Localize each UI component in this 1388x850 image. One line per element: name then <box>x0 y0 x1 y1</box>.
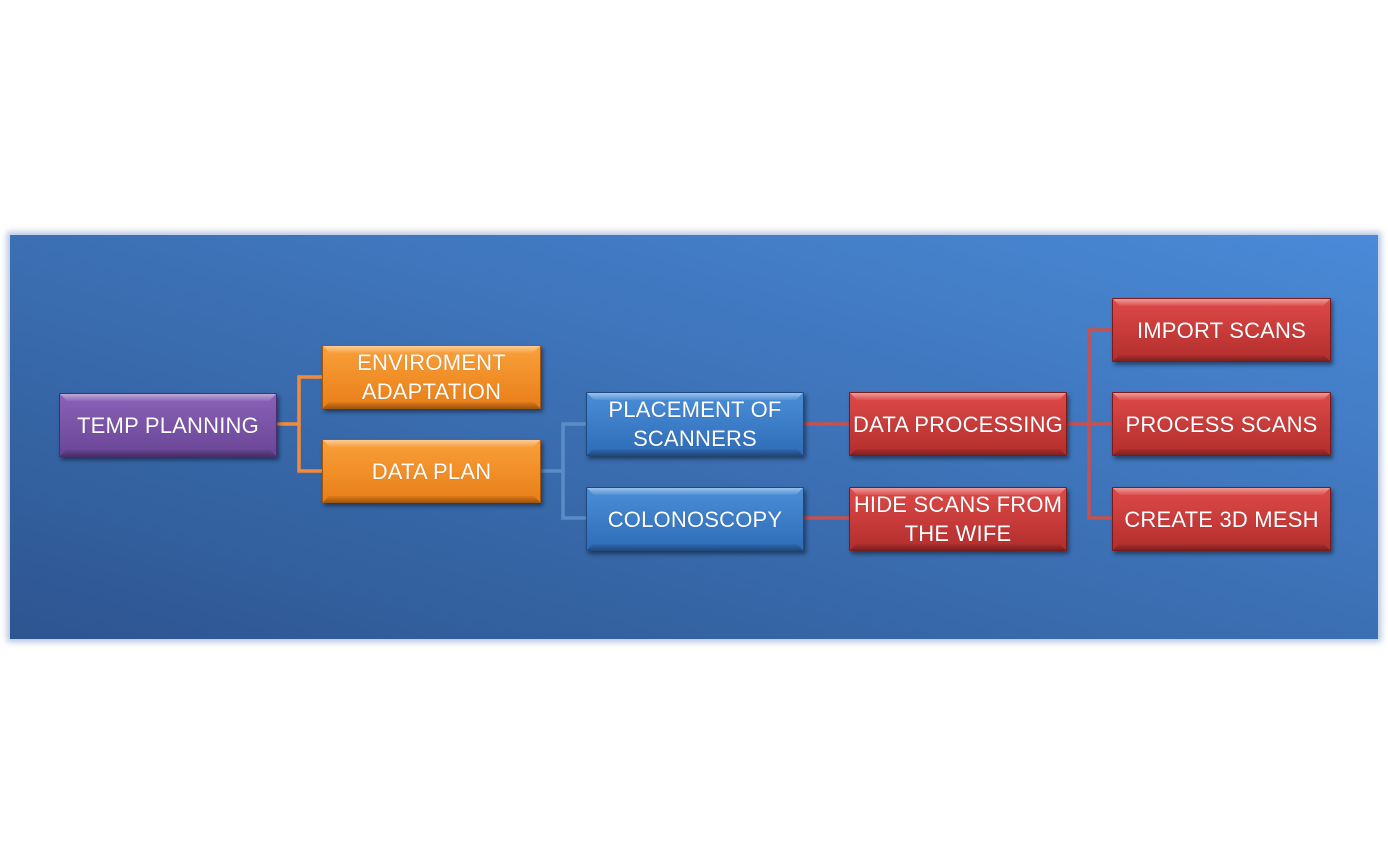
node-import-scans[interactable]: IMPORT SCANS <box>1112 298 1331 362</box>
node-placement-of-scanners[interactable]: PLACEMENT OF SCANNERS <box>586 392 804 456</box>
node-data-processing[interactable]: DATA PROCESSING <box>849 392 1067 456</box>
node-process-scans[interactable]: PROCESS SCANS <box>1112 392 1331 456</box>
node-create-3d-mesh[interactable]: CREATE 3D MESH <box>1112 487 1331 551</box>
node-data-plan[interactable]: DATA PLAN <box>322 439 541 503</box>
node-label: TEMP PLANNING <box>77 412 259 438</box>
node-hide-scans-from-the-wife[interactable]: HIDE SCANS FROM THE WIFE <box>849 487 1067 551</box>
node-label: ENVIROMENT ADAPTATION <box>357 350 506 404</box>
node-label: CREATE 3D MESH <box>1124 506 1319 532</box>
node-label: IMPORT SCANS <box>1136 317 1307 343</box>
node-label: COLONOSCOPY <box>607 506 783 532</box>
node-temp-planning[interactable]: TEMP PLANNING <box>59 393 277 457</box>
node-label: HIDE SCANS FROM THE WIFE <box>853 492 1063 546</box>
node-label: PLACEMENT OF SCANNERS <box>608 397 782 451</box>
node-label: DATA PROCESSING <box>852 411 1063 437</box>
node-colonoscopy[interactable]: COLONOSCOPY <box>586 487 804 551</box>
node-label: PROCESS SCANS <box>1125 411 1318 437</box>
node-label: DATA PLAN <box>371 458 492 484</box>
node-enviroment-adaptation[interactable]: ENVIROMENT ADAPTATION <box>322 345 541 409</box>
